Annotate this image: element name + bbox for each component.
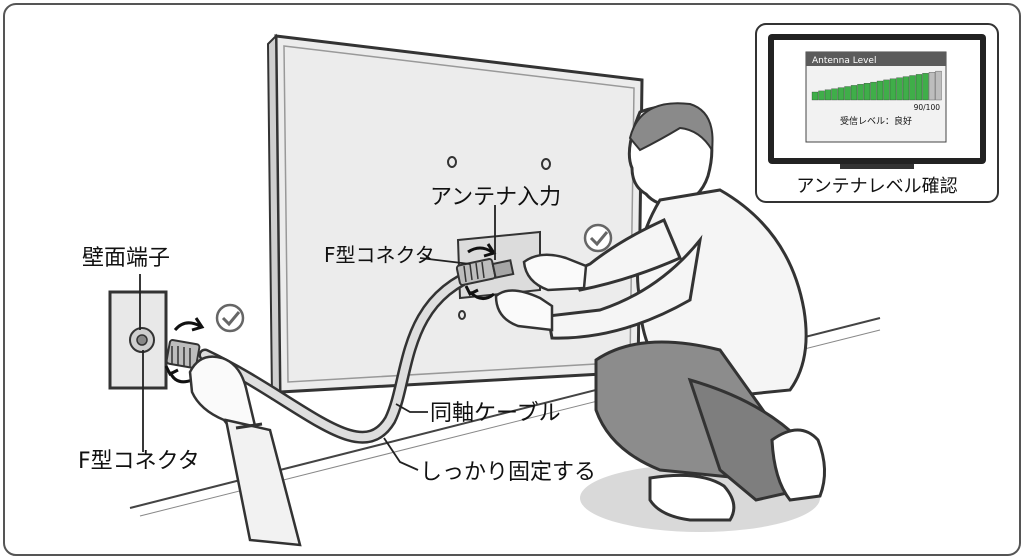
level-bar (896, 77, 903, 101)
level-bar (857, 84, 864, 101)
check-icon (583, 223, 613, 253)
level-bar (818, 90, 825, 101)
coax-cable-label: 同軸ケーブル (430, 401, 561, 426)
level-bar (850, 85, 858, 101)
level-bar (824, 89, 832, 101)
f-connector-right (455, 258, 515, 286)
person (494, 102, 826, 522)
coax-cable (198, 265, 487, 444)
level-bar (844, 86, 851, 101)
antenna-input-label: アンテナ入力 (430, 185, 561, 210)
screen-header (806, 52, 946, 66)
rotate-arrows-icon (464, 243, 497, 300)
level-bar (863, 83, 871, 101)
level-bar (909, 75, 916, 101)
f-connector-right-label: F型コネクタ (324, 243, 435, 267)
level-bar (811, 91, 819, 101)
level-bar (837, 87, 845, 101)
level-bar (922, 73, 929, 101)
tv-back (266, 33, 644, 400)
level-bar (831, 88, 838, 101)
level-bar (883, 79, 890, 101)
level-bar (889, 78, 897, 101)
f-connector-left (165, 339, 201, 369)
check-icon (215, 303, 245, 333)
secure-firmly-label: しっかり固定する (420, 460, 596, 485)
level-bar (928, 72, 936, 101)
f-connector-left-label: F型コネクタ (78, 449, 200, 474)
leader-lines (139, 205, 496, 471)
inset-caption: アンテナレベル確認 (796, 176, 957, 197)
level-bar (870, 81, 877, 101)
rotate-arrows-icon (164, 317, 205, 384)
left-hand (188, 355, 302, 547)
status-text: 受信レベル：良好 (840, 115, 912, 127)
wall-terminal-plate (108, 290, 168, 390)
screen-title: Antenna Level (812, 56, 876, 66)
level-bar (876, 80, 884, 101)
antenna-level-inset: Antenna Level 90/100 受信レベル：良好 アンテナレベル確認 (755, 23, 999, 203)
wall-terminal-label: 壁面端子 (82, 246, 170, 271)
level-bar (915, 74, 923, 101)
level-text: 90/100 (914, 103, 941, 112)
level-bar (902, 76, 910, 101)
level-bar (935, 70, 942, 101)
level-bars (811, 70, 942, 101)
